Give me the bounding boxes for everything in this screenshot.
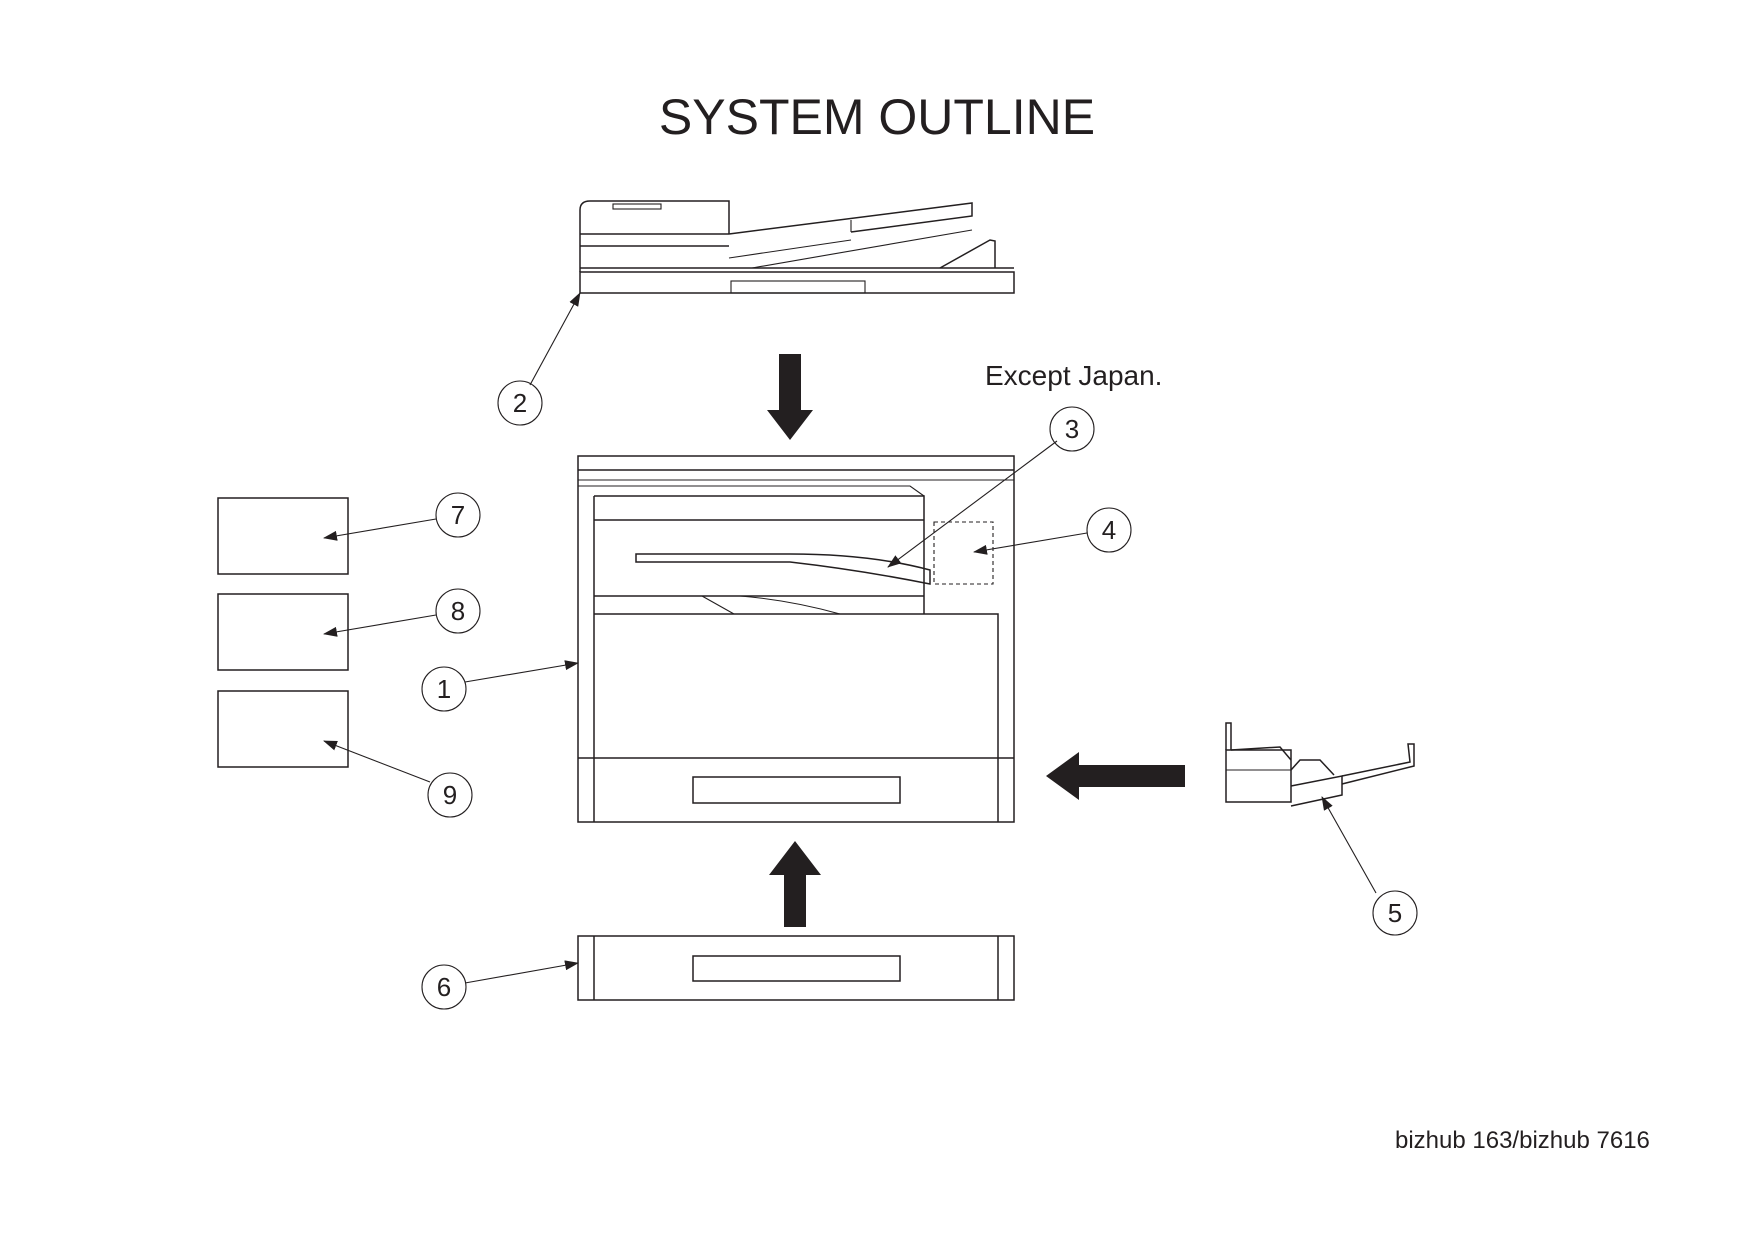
paper-feed-cabinet (577, 935, 1015, 1001)
page-title: SYSTEM OUTLINE (658, 89, 1096, 145)
leader-lines (323, 292, 1377, 984)
option-box-8 (217, 593, 349, 671)
callout-label-4: 4 (1102, 515, 1116, 545)
callout-label-8: 8 (451, 596, 465, 626)
option-box-9 (217, 690, 349, 768)
callout-label-7: 7 (451, 500, 465, 530)
callout-3: 3 (1049, 406, 1095, 452)
callout-7: 7 (435, 492, 481, 538)
callout-9: 9 (427, 772, 473, 818)
callout-label-2: 2 (513, 388, 527, 418)
document-feeder (579, 200, 1015, 294)
main-body (577, 455, 1015, 823)
callout-5: 5 (1372, 890, 1418, 936)
assembly-arrows (767, 354, 1185, 927)
arrow-up-icon (769, 841, 821, 927)
callout-label-5: 5 (1388, 898, 1402, 928)
callout-6: 6 (421, 964, 467, 1010)
arrow-left-icon (1046, 752, 1185, 800)
callout-4: 4 (1086, 507, 1132, 553)
callout-8: 8 (435, 588, 481, 634)
callout-label-6: 6 (437, 972, 451, 1002)
callout-2: 2 (497, 380, 543, 426)
callout-label-1: 1 (437, 674, 451, 704)
option-boxes (217, 497, 349, 768)
model-name: bizhub 163/bizhub 7616 (1395, 1127, 1650, 1154)
arrow-down-icon (767, 354, 813, 440)
callout-label-3: 3 (1065, 414, 1079, 444)
callout-label-9: 9 (443, 780, 457, 810)
callout-1: 1 (421, 666, 467, 712)
except-japan-note: Except Japan. (985, 360, 1163, 391)
bypass-tray (1225, 722, 1415, 807)
option-box-7 (217, 497, 349, 575)
